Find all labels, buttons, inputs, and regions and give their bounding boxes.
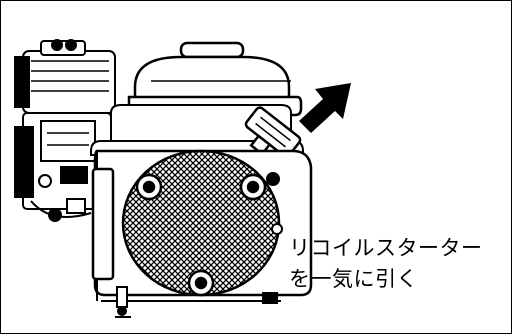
mounting-bosses	[135, 173, 267, 297]
air-cleaner	[14, 39, 116, 114]
recoil-starter-handle	[240, 106, 302, 168]
caption-line-2: を一気に引く	[289, 267, 418, 291]
pull-direction-arrow	[299, 83, 351, 133]
instruction-caption: リコイルスターター を一気に引く	[289, 233, 483, 295]
engine-details	[101, 172, 283, 318]
caption-line-1: リコイルスターター	[289, 236, 483, 260]
